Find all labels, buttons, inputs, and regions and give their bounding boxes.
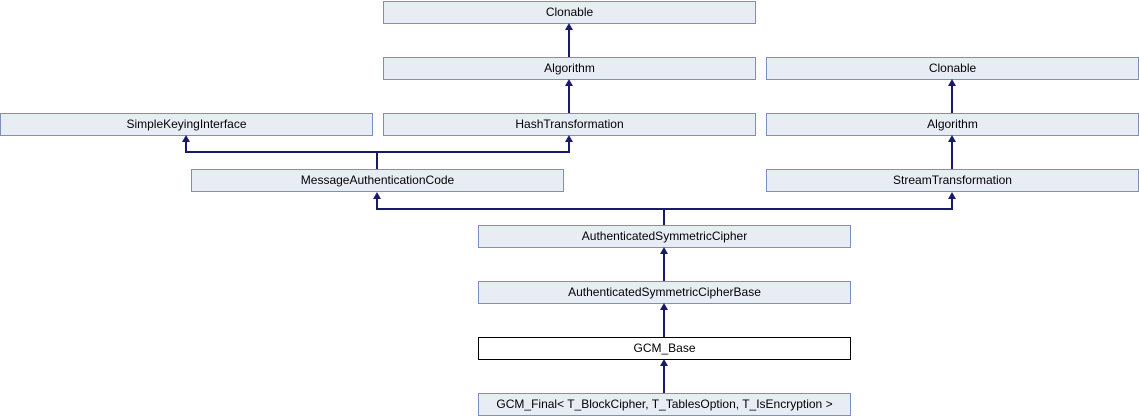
node-algorithm-center[interactable]: Algorithm — [383, 57, 756, 80]
arrowhead-icon — [948, 79, 956, 86]
edge-asc-to-streamtransformation — [951, 198, 953, 209]
node-algorithm-right[interactable]: Algorithm — [766, 113, 1139, 136]
node-simple-keying-interface[interactable]: SimpleKeyingInterface — [0, 113, 373, 136]
edge-streamtransformation-to-algorithmright — [951, 141, 953, 169]
edge-algorithm-to-clonable — [568, 29, 570, 57]
edge-mac-stem — [376, 151, 378, 169]
arrowhead-icon — [565, 23, 573, 30]
node-clonable-right[interactable]: Clonable — [766, 57, 1139, 80]
edge-hashtransformation-to-algorithm — [568, 85, 570, 113]
edge-mac-to-simplekeying — [185, 141, 187, 152]
edge-ascbase-to-asc — [663, 253, 665, 281]
arrowhead-icon — [373, 192, 381, 199]
node-gcm-final[interactable]: GCM_Final< T_BlockCipher, T_TablesOption… — [478, 393, 851, 416]
edge-asc-to-mac — [376, 198, 378, 209]
edge-mac-to-hashtransformation — [568, 141, 570, 152]
arrowhead-icon — [660, 303, 668, 310]
node-hash-transformation[interactable]: HashTransformation — [383, 113, 756, 136]
arrowhead-icon — [660, 247, 668, 254]
arrowhead-icon — [660, 359, 668, 366]
edge-gcmfinal-to-gcmbase — [663, 365, 665, 393]
edge-algorithmright-to-clonableright — [951, 85, 953, 113]
node-message-authentication-code[interactable]: MessageAuthenticationCode — [191, 169, 564, 192]
edge-gcmbase-to-ascbase — [663, 309, 665, 337]
arrowhead-icon — [565, 79, 573, 86]
arrowhead-icon — [565, 135, 573, 142]
edge-asc-stem — [663, 208, 665, 225]
node-gcm-base: GCM_Base — [478, 337, 851, 360]
node-authenticated-symmetric-cipher-base[interactable]: AuthenticatedSymmetricCipherBase — [478, 281, 851, 304]
node-authenticated-symmetric-cipher[interactable]: AuthenticatedSymmetricCipher — [478, 225, 851, 248]
node-stream-transformation[interactable]: StreamTransformation — [766, 169, 1139, 192]
arrowhead-icon — [948, 192, 956, 199]
arrowhead-icon — [182, 135, 190, 142]
arrowhead-icon — [948, 135, 956, 142]
node-clonable-top[interactable]: Clonable — [383, 1, 756, 24]
